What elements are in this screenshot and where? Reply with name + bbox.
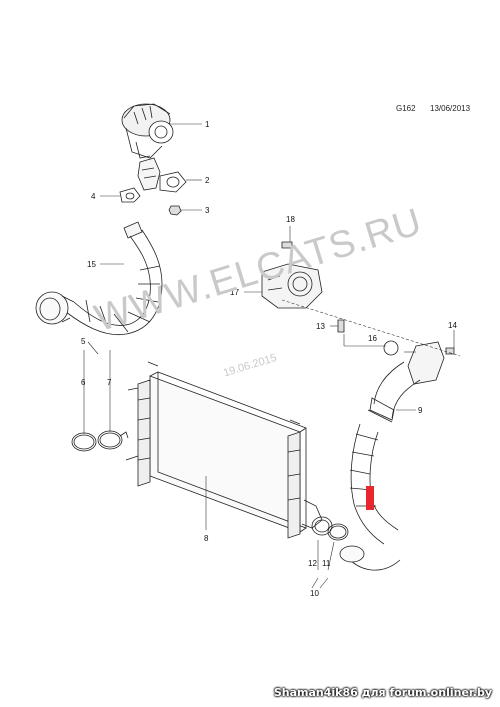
callout-10: 10 <box>310 589 319 598</box>
callout-18: 18 <box>286 215 295 224</box>
exhaust-flange <box>137 157 161 191</box>
callouts: 1 2 3 4 15 5 6 7 8 17 18 13 16 14 9 12 1… <box>81 120 457 598</box>
bolt-13 <box>337 319 345 333</box>
callout-14: 14 <box>448 321 457 330</box>
callout-9: 9 <box>418 406 423 415</box>
charge-pipe-9 <box>367 341 445 423</box>
callout-12: 12 <box>308 559 317 568</box>
gasket-2 <box>159 171 187 193</box>
callout-16: 16 <box>368 334 377 343</box>
callout-6: 6 <box>81 378 86 387</box>
clamp-11 <box>327 523 349 541</box>
callout-3: 3 <box>205 206 210 215</box>
callout-13: 13 <box>316 322 325 331</box>
callout-1: 1 <box>205 120 210 129</box>
highlight-marker <box>366 486 374 510</box>
clamp-7 <box>97 430 129 450</box>
credit-text: Shaman4ik86 для forum.onliner.by <box>273 686 492 699</box>
callout-8: 8 <box>204 534 209 543</box>
nut-3 <box>168 205 182 216</box>
washer-4 <box>119 187 141 203</box>
callout-11: 11 <box>322 559 331 568</box>
diagram-code: G162 <box>396 104 416 113</box>
lower-hose-10 <box>339 423 401 571</box>
callout-7: 7 <box>107 378 112 387</box>
callout-2: 2 <box>205 176 210 185</box>
callout-5: 5 <box>81 337 86 346</box>
turbocharger <box>121 103 174 159</box>
callout-4: 4 <box>91 192 96 201</box>
bolt-18 <box>281 241 293 249</box>
clamp-12 <box>311 516 333 536</box>
callout-15: 15 <box>87 260 96 269</box>
throttle-body <box>261 263 323 309</box>
intercooler <box>125 361 323 539</box>
clamp-6 <box>71 432 97 452</box>
upper-charge-pipe <box>35 221 163 336</box>
diagram-date: 13/06/2013 <box>430 104 471 113</box>
seal-16 <box>383 340 399 356</box>
leader-lines <box>83 123 461 589</box>
callout-17: 17 <box>230 288 239 297</box>
